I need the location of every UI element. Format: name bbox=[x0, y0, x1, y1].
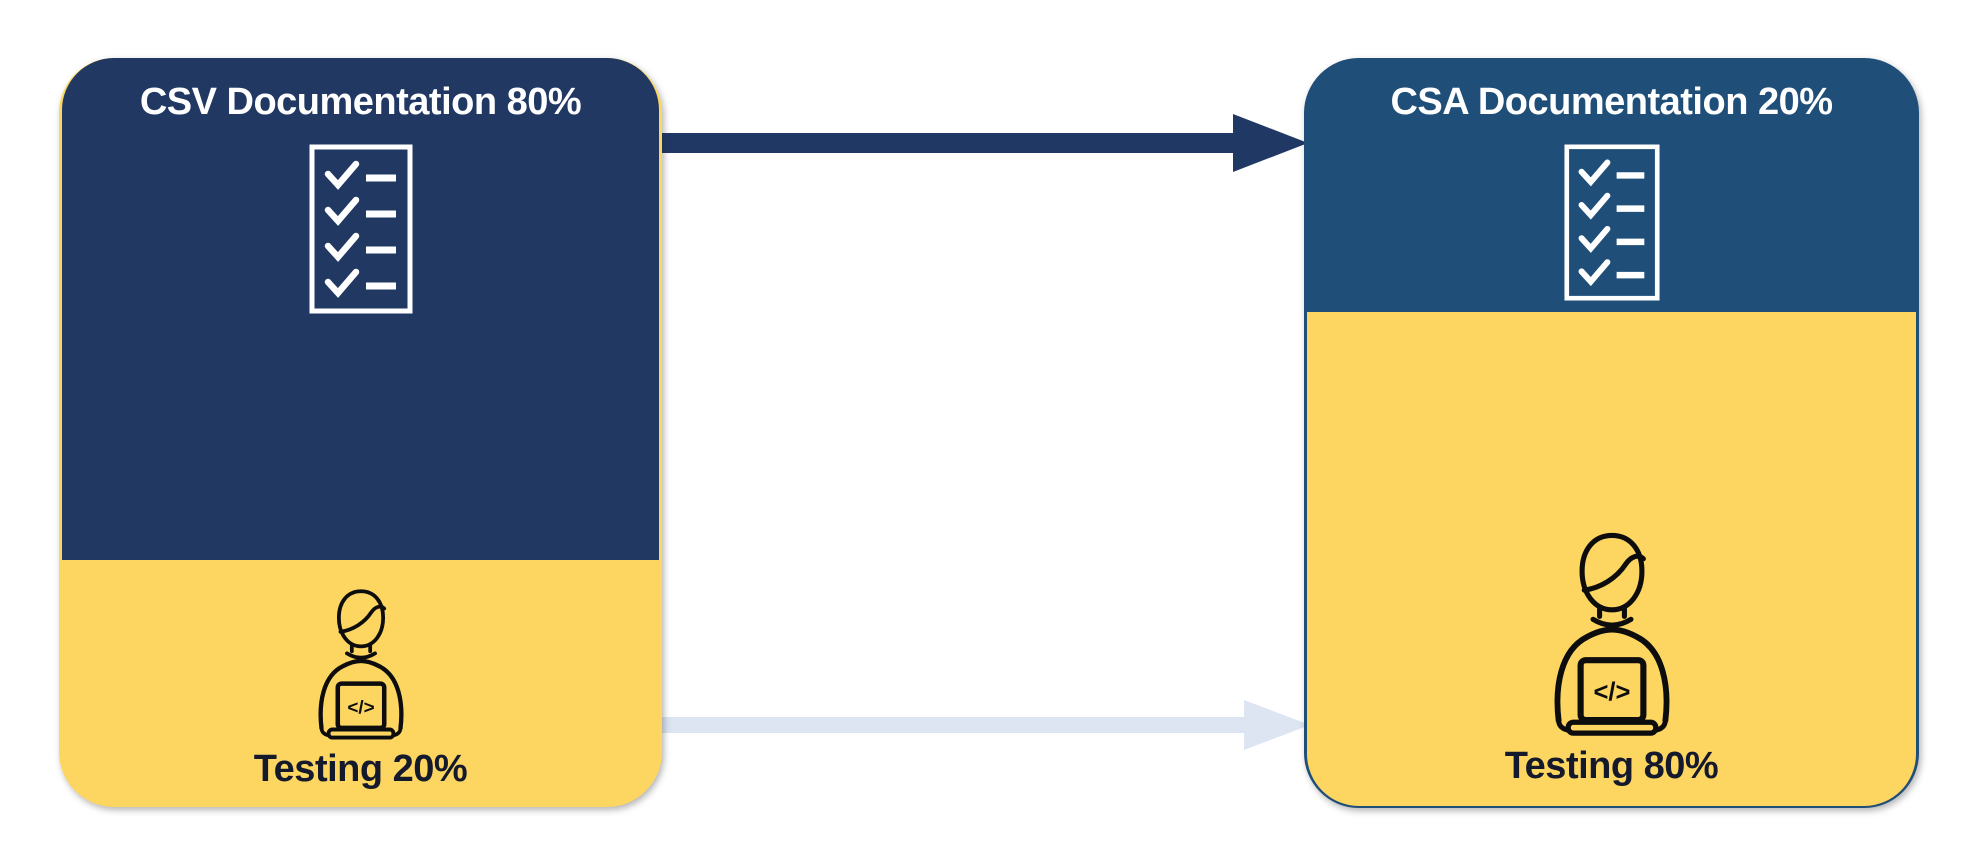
arrow-head bbox=[1244, 700, 1310, 750]
developer-at-laptop-icon: </> bbox=[318, 589, 403, 740]
csv-documentation-label: CSV Documentation 80% bbox=[139, 81, 582, 123]
laptop-base bbox=[1565, 719, 1658, 736]
code-glyph: </> bbox=[347, 697, 374, 718]
body bbox=[1554, 626, 1669, 722]
checklist-row bbox=[324, 232, 396, 262]
checklist-icon bbox=[309, 144, 412, 314]
documentation-flow-arrow bbox=[660, 114, 1308, 172]
csv-testing-section: </> Testing 20% bbox=[59, 560, 662, 807]
arrow-head bbox=[1233, 114, 1308, 172]
csa-testing-label: Testing 80% bbox=[1504, 745, 1719, 787]
checklist-row bbox=[1578, 225, 1644, 253]
csv-card: CSV Documentation 80% bbox=[59, 58, 662, 807]
checklist-row bbox=[1578, 192, 1644, 220]
laptop-base bbox=[326, 727, 395, 740]
collar bbox=[1589, 605, 1634, 628]
testing-flow-arrow bbox=[652, 700, 1310, 750]
checklist-row bbox=[1578, 258, 1644, 286]
hair bbox=[338, 604, 386, 634]
csa-documentation-section: CSA Documentation 20% bbox=[1304, 58, 1919, 312]
checklist-icon bbox=[1563, 144, 1660, 301]
csa-testing-section: </> Testing 80% bbox=[1307, 312, 1916, 806]
checklist-row bbox=[1578, 159, 1644, 187]
checklist-border bbox=[1563, 144, 1660, 301]
body bbox=[318, 658, 403, 730]
checklist-border bbox=[309, 144, 412, 314]
csa-documentation-label: CSA Documentation 20% bbox=[1390, 81, 1833, 123]
developer-at-laptop-icon: </> bbox=[1554, 532, 1669, 736]
collar bbox=[344, 642, 377, 660]
code-glyph: </> bbox=[1593, 678, 1630, 706]
checklist-row bbox=[324, 268, 396, 298]
csa-card: CSA Documentation 20% bbox=[1304, 58, 1919, 808]
arrow-shaft bbox=[652, 717, 1244, 733]
checklist-row bbox=[324, 196, 396, 226]
csv-documentation-section: CSV Documentation 80% bbox=[62, 58, 659, 560]
head bbox=[1579, 532, 1644, 613]
csv-testing-label: Testing 20% bbox=[253, 748, 468, 790]
hair bbox=[1581, 553, 1646, 593]
checklist-row bbox=[324, 160, 396, 190]
head bbox=[336, 589, 385, 649]
arrow-shaft bbox=[660, 133, 1233, 153]
